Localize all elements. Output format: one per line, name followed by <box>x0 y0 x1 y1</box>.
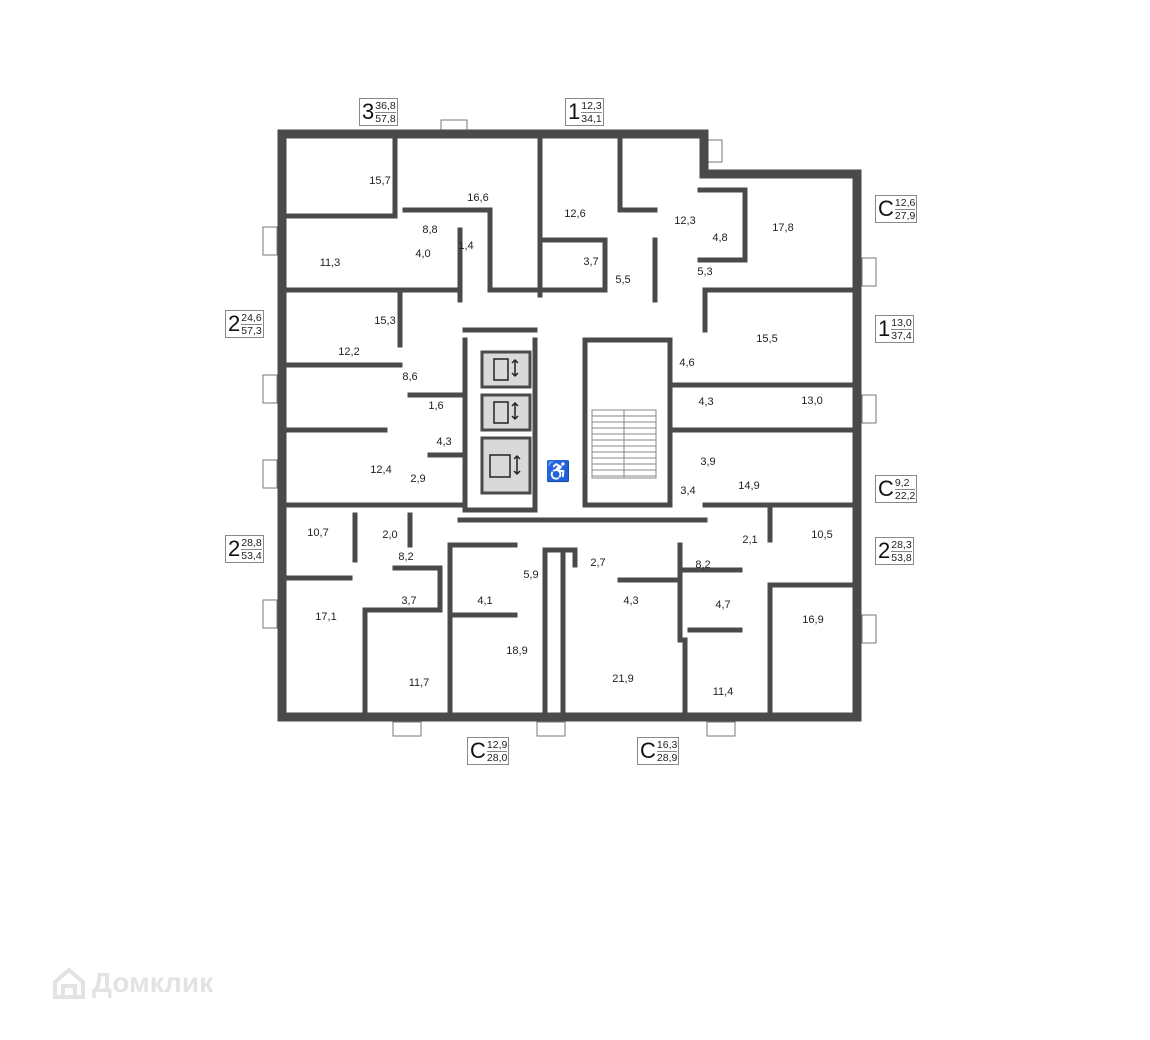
room-area-label: 4,1 <box>477 595 492 607</box>
room-area-label: 11,4 <box>713 686 734 698</box>
room-area-label: 8,6 <box>402 371 417 383</box>
room-area-label: 2,7 <box>590 557 605 569</box>
living-area: 12,6 <box>894 196 916 210</box>
freight-elevator-icon <box>480 436 532 495</box>
apartment-type: С <box>470 738 486 763</box>
total-area: 57,8 <box>375 112 396 125</box>
balconies <box>262 119 877 737</box>
room-area-label: 11,7 <box>409 677 430 689</box>
room-area-label: 4,7 <box>715 599 730 611</box>
living-area: 28,8 <box>241 536 262 550</box>
apartment-type: 1 <box>568 99 581 124</box>
room-area-label: 12,3 <box>674 215 695 227</box>
room-area-label: 13,0 <box>801 395 822 407</box>
living-area: 13,0 <box>891 316 912 330</box>
room-area-label: 15,5 <box>756 333 777 345</box>
room-area-label: 17,8 <box>772 222 793 234</box>
room-area-label: 2,0 <box>382 529 397 541</box>
room-area-label: 16,9 <box>802 614 823 626</box>
elevator-core: ♿ <box>480 350 571 495</box>
room-area-label: 16,6 <box>467 192 488 204</box>
watermark-text: Домклик <box>92 967 214 998</box>
apartment-type: 2 <box>228 536 241 561</box>
inner-walls <box>279 137 860 720</box>
total-area: 37,4 <box>891 329 912 342</box>
wheelchair-icon: ♿ <box>546 459 571 483</box>
total-area: 22,2 <box>894 489 916 502</box>
room-area-label: 17,1 <box>315 611 336 623</box>
room-area-label: 12,2 <box>338 346 359 358</box>
total-area: 28,0 <box>486 751 508 764</box>
living-area: 24,6 <box>241 311 262 325</box>
elevator-icon <box>480 350 532 389</box>
living-area: 36,8 <box>375 99 396 113</box>
room-area-label: 2,9 <box>410 473 425 485</box>
elevator-icon <box>480 393 532 432</box>
room-area-label: 5,3 <box>697 266 712 278</box>
room-area-label: 11,3 <box>320 257 341 269</box>
stairs-icon <box>591 409 657 479</box>
room-labels: 15,7 16,6 11,3 8,8 4,0 1,4 12,6 3,7 12,3 5,5 4,8 17… <box>307 175 832 698</box>
room-area-label: 8,2 <box>695 559 710 571</box>
apartment-type: С <box>640 738 656 763</box>
room-area-label: 2,1 <box>742 534 757 546</box>
house-logo-icon <box>53 967 85 999</box>
room-area-label: 12,6 <box>564 208 585 220</box>
room-area-label: 14,9 <box>738 480 759 492</box>
room-area-label: 18,9 <box>506 645 527 657</box>
living-area: 16,3 <box>656 738 678 752</box>
room-area-label: 4,8 <box>712 232 727 244</box>
total-area: 53,4 <box>241 549 262 562</box>
total-area: 28,9 <box>656 751 678 764</box>
total-area: 53,8 <box>891 551 912 564</box>
apartment-type: С <box>878 196 894 221</box>
room-area-label: 4,6 <box>679 357 694 369</box>
living-area: 9,2 <box>894 477 916 490</box>
apartment-type: С <box>878 476 894 501</box>
room-area-label: 5,9 <box>523 569 538 581</box>
room-area-label: 4,0 <box>415 248 430 260</box>
room-area-label: 3,9 <box>700 456 715 468</box>
living-area: 12,3 <box>581 99 602 113</box>
room-area-label: 8,8 <box>422 224 437 236</box>
room-area-label: 12,4 <box>370 464 391 476</box>
room-area-label: 15,7 <box>369 175 390 187</box>
room-area-label: 4,3 <box>623 595 638 607</box>
outer-wall <box>277 129 862 722</box>
room-area-label: 3,7 <box>583 256 598 268</box>
room-area-label: 3,7 <box>401 595 416 607</box>
room-area-label: 5,5 <box>615 274 630 286</box>
total-area: 57,3 <box>241 324 262 337</box>
room-area-label: 15,3 <box>374 315 395 327</box>
living-area: 12,9 <box>486 738 508 752</box>
watermark: Домклик <box>52 966 213 1000</box>
apartment-type: 2 <box>228 311 241 336</box>
room-area-label: 10,7 <box>307 527 328 539</box>
room-area-label: 3,4 <box>680 485 695 497</box>
room-area-label: 10,5 <box>811 529 832 541</box>
room-area-label: 4,3 <box>436 436 451 448</box>
room-area-label: 1,6 <box>428 400 443 412</box>
apartment-type: 1 <box>878 316 891 341</box>
apartment-type: 3 <box>362 99 375 124</box>
living-area: 28,3 <box>891 538 912 552</box>
room-area-label: 21,9 <box>612 673 633 685</box>
apartment-type: 2 <box>878 538 891 563</box>
room-area-label: 1,4 <box>458 240 473 252</box>
total-area: 27,9 <box>894 209 916 222</box>
room-area-label: 4,3 <box>698 396 713 408</box>
total-area: 34,1 <box>581 112 602 125</box>
room-area-label: 8,2 <box>398 551 413 563</box>
